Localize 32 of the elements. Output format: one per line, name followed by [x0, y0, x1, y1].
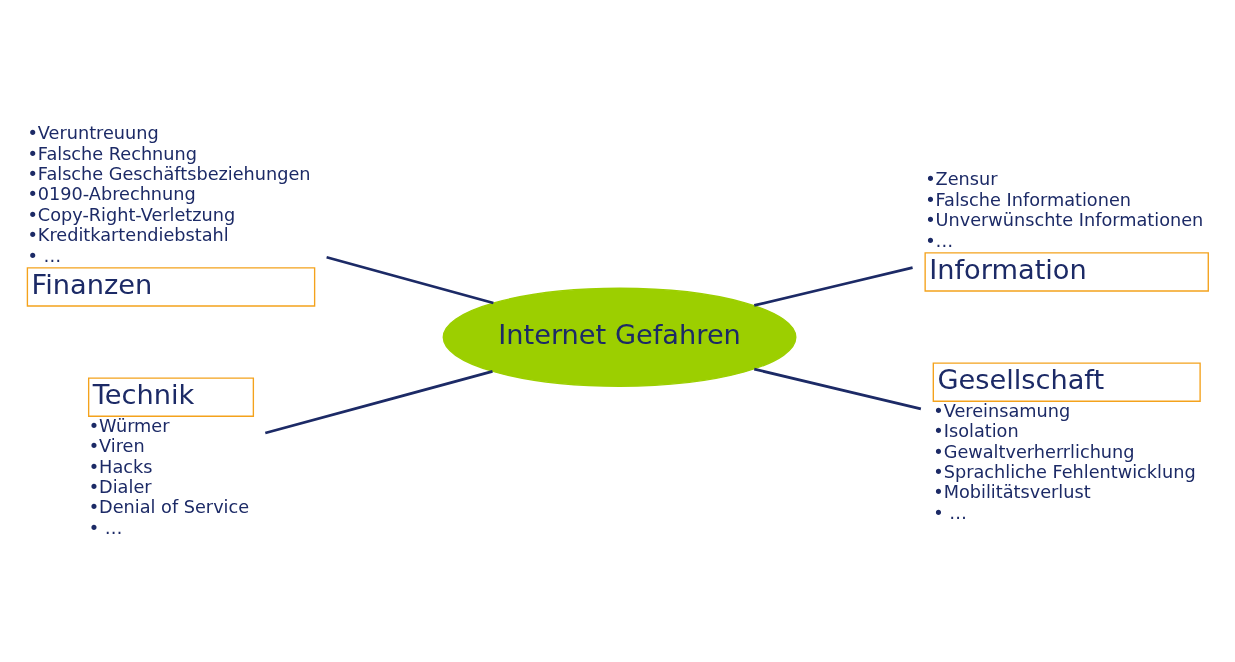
node-label: •Kreditkartendiebstahl — [27, 224, 229, 245]
node-label: •Falsche Geschäftsbeziehungen — [27, 163, 311, 184]
node-label: • … — [27, 245, 62, 266]
node-box: Gesellschaft — [932, 361, 1201, 402]
node-label: •Mobilitätsverlust — [933, 481, 1091, 502]
node-label: •Zensur — [925, 168, 998, 189]
node-label: •Würmer — [88, 415, 170, 436]
connector — [264, 369, 493, 434]
node-label: •Viren — [88, 435, 145, 456]
node-ellipse: Internet Gefahren — [442, 287, 797, 387]
node-box: Information — [924, 251, 1209, 292]
node-label: •Veruntreuung — [27, 122, 159, 143]
node-label: •Denial of Service — [88, 496, 250, 517]
node-label: •… — [925, 230, 954, 251]
node-label: • … — [933, 502, 968, 523]
node-label: •Unverwünschte Informationen — [925, 209, 1204, 230]
node-label: •Copy-Right-Verletzung — [27, 204, 236, 225]
node-label: •Hacks — [88, 456, 153, 477]
connector — [753, 367, 922, 410]
node-label: •Gewaltverherrlichung — [933, 441, 1135, 462]
connector — [326, 255, 494, 304]
node-label: •Falsche Rechnung — [27, 143, 197, 164]
node-label: •Sprachliche Fehlentwicklung — [933, 461, 1196, 482]
node-label: •Dialer — [88, 476, 152, 497]
node-label: •Isolation — [933, 420, 1019, 441]
node-box: Technik — [87, 376, 255, 417]
connector — [753, 265, 913, 307]
node-box: Finanzen — [26, 266, 316, 307]
node-label: • … — [88, 517, 123, 538]
node-label: •Falsche Informationen — [925, 189, 1132, 210]
node-label: •0190-Abrechnung — [27, 183, 196, 204]
node-label: •Vereinsamung — [933, 400, 1071, 421]
